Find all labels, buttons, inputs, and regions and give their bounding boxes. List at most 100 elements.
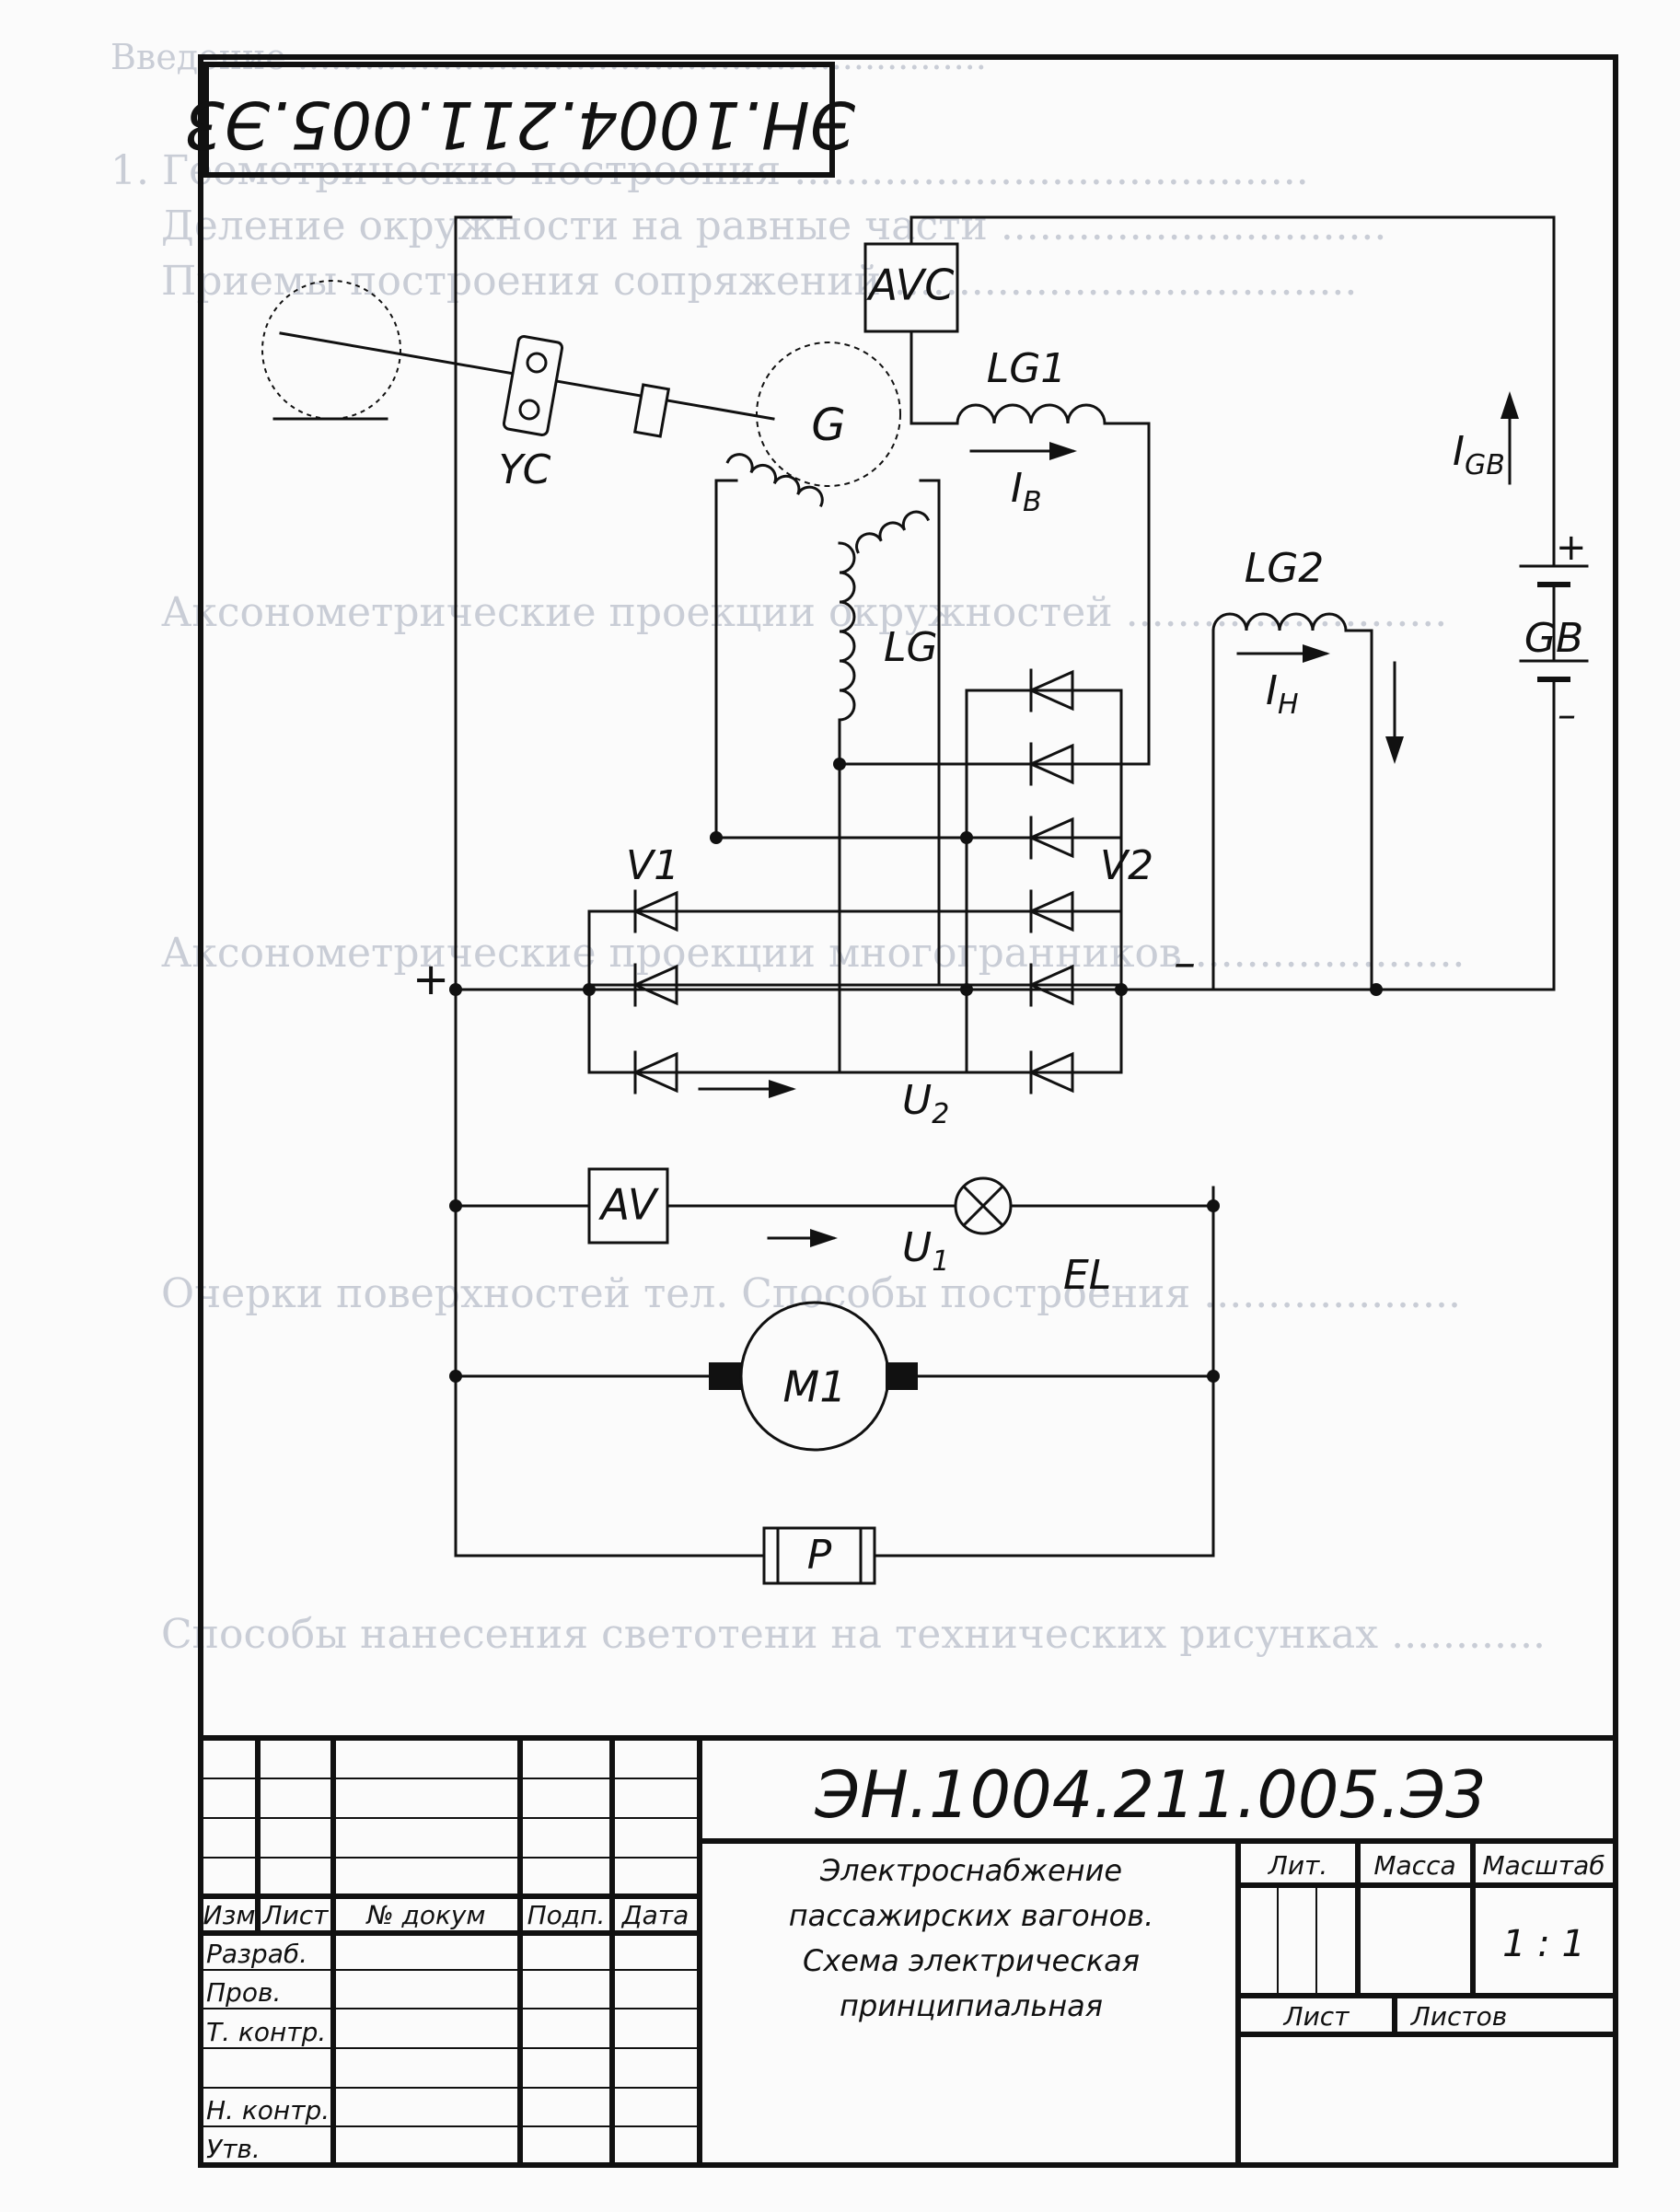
title-line-1: Электроснабжение [819, 1853, 1122, 1888]
title-block-frame [198, 1735, 1618, 2168]
avc-label: AVC [866, 261, 955, 310]
ghost-line-7: Очерки поверхностей тел. Способы построе… [161, 1270, 1461, 1317]
ih-label-main: I [1266, 667, 1278, 714]
ib-label-main: I [1011, 465, 1023, 512]
ih-arrow-head [1303, 644, 1330, 663]
col-sheets: Листов [1410, 2001, 1508, 2032]
junction-plus [449, 983, 462, 996]
diode-v2-3 [1027, 816, 1074, 859]
title-line-2: пассажирских вагонов. [789, 1898, 1153, 1933]
gb-plus: + [1556, 527, 1587, 569]
col-sheet: Лист [1283, 2001, 1350, 2032]
down-arrow-head [1385, 736, 1404, 764]
junction-1 [583, 983, 596, 996]
m1-brush-left [709, 1362, 741, 1390]
row-utv: Утв. [206, 2134, 261, 2164]
winding-left [725, 453, 824, 508]
col-massa: Масса [1373, 1850, 1455, 1881]
diode-group-v2 [1027, 668, 1074, 1094]
minus-sign: – [1174, 937, 1196, 989]
m1-brush-right [886, 1362, 918, 1390]
u1-label: U1 [902, 1224, 949, 1278]
av-label: AV [598, 1180, 660, 1230]
ghost-line-3: Деление окружности на равные части .....… [161, 203, 1386, 249]
row-t-kontr: Т. контр. [206, 2017, 326, 2047]
diode-v1-2 [631, 964, 678, 1006]
generator-circle [756, 342, 901, 487]
u2-label: U2 [902, 1077, 949, 1130]
ghost-line-8: Способы нанесения светотени на техническ… [161, 1611, 1546, 1658]
bleed-through-text: Введение ...............................… [110, 37, 1546, 1658]
el-label: EL [1063, 1252, 1111, 1299]
col-list: Лист [262, 1900, 330, 1930]
junction-4 [960, 831, 973, 844]
ghost-line-6: Аксонометрические проекции многограннико… [161, 930, 1465, 977]
ghost-line-2: 1. Геометрические построения ...........… [110, 147, 1309, 194]
lg1-coil [956, 403, 1106, 425]
title-line-4: принципиальная [840, 1988, 1103, 2023]
document-code: ЭН.1004.211.005.Э3 [814, 1757, 1486, 1833]
yc-pin-upper [526, 352, 548, 374]
igb-arrow-head [1500, 391, 1519, 419]
row-prov: Пров. [206, 1977, 281, 2008]
lg2-coil [1211, 612, 1348, 632]
ih-label: IH [1266, 667, 1299, 721]
diode-v1-3 [631, 1051, 678, 1094]
col-no-dokum: № докум [365, 1900, 485, 1930]
ih-label-sub: H [1278, 689, 1299, 721]
u1-label-sub: 1 [932, 1245, 949, 1278]
row-razrab: Разраб. [206, 1939, 307, 1969]
ghost-line-4: Приемы построения сопряжений ...........… [161, 258, 1357, 305]
yc-coupling [502, 335, 564, 436]
igb-label-sub: GB [1465, 449, 1505, 481]
lg1-label: LG1 [987, 345, 1067, 392]
schematic: AVC LG1 IB YC G LG [261, 215, 1589, 1585]
ib-arrow-head [1049, 442, 1077, 460]
generator-label: G [811, 400, 845, 451]
col-masshtab: Масштаб [1482, 1850, 1605, 1881]
wheel-dashed-circle [261, 280, 401, 420]
lamp-el-cross-2 [961, 1184, 1005, 1228]
igb-label-main: I [1453, 428, 1465, 475]
u2-arrow-head [769, 1080, 796, 1098]
v1-label: V1 [626, 842, 679, 889]
junction-6 [1115, 983, 1128, 996]
u1-label-main: U [902, 1224, 932, 1271]
diode-v2-6 [1027, 1051, 1074, 1094]
m1-label: M1 [783, 1362, 847, 1412]
rotated-code-box [203, 62, 835, 178]
lg2-label: LG2 [1245, 545, 1325, 592]
title-block: ЭН.1004.211.005.Э3 Изм Лист № докум Подп… [198, 1735, 1618, 2168]
diode-v2-2 [1027, 743, 1074, 785]
battery-gb [1519, 550, 1589, 682]
yc-pin-lower [518, 399, 540, 421]
gb-label: GB [1524, 615, 1583, 662]
ib-label-sub: B [1023, 486, 1042, 518]
col-izm: Изм [203, 1900, 256, 1930]
col-data: Дата [620, 1900, 689, 1930]
col-podp: Подп. [527, 1900, 606, 1930]
winding-right [855, 510, 931, 554]
diode-v2-1 [1027, 669, 1074, 712]
gb-minus: – [1558, 694, 1576, 736]
ghost-line-5: Аксонометрические проекции окружностей .… [161, 589, 1447, 636]
yc-label: YC [499, 446, 551, 493]
col-lit: Лит. [1268, 1850, 1327, 1881]
junction-5 [960, 983, 973, 996]
u1-arrow-head [810, 1229, 838, 1247]
shaft-bearing [632, 383, 671, 438]
title-line-3: Схема электрическая [803, 1943, 1140, 1978]
junctions [449, 758, 1383, 1383]
ib-label: IB [1011, 465, 1042, 518]
junction-3 [833, 758, 846, 770]
v2-label: V2 [1100, 842, 1153, 889]
diode-v2-4 [1027, 890, 1074, 932]
u2-label-main: U [902, 1077, 932, 1124]
rotated-document-code: ЭН.1004.211.005.Э3 [183, 87, 855, 162]
winding-lg [838, 541, 856, 722]
plus-sign: + [412, 954, 449, 1005]
diode-v2-5 [1027, 964, 1074, 1006]
junction-2 [710, 831, 723, 844]
